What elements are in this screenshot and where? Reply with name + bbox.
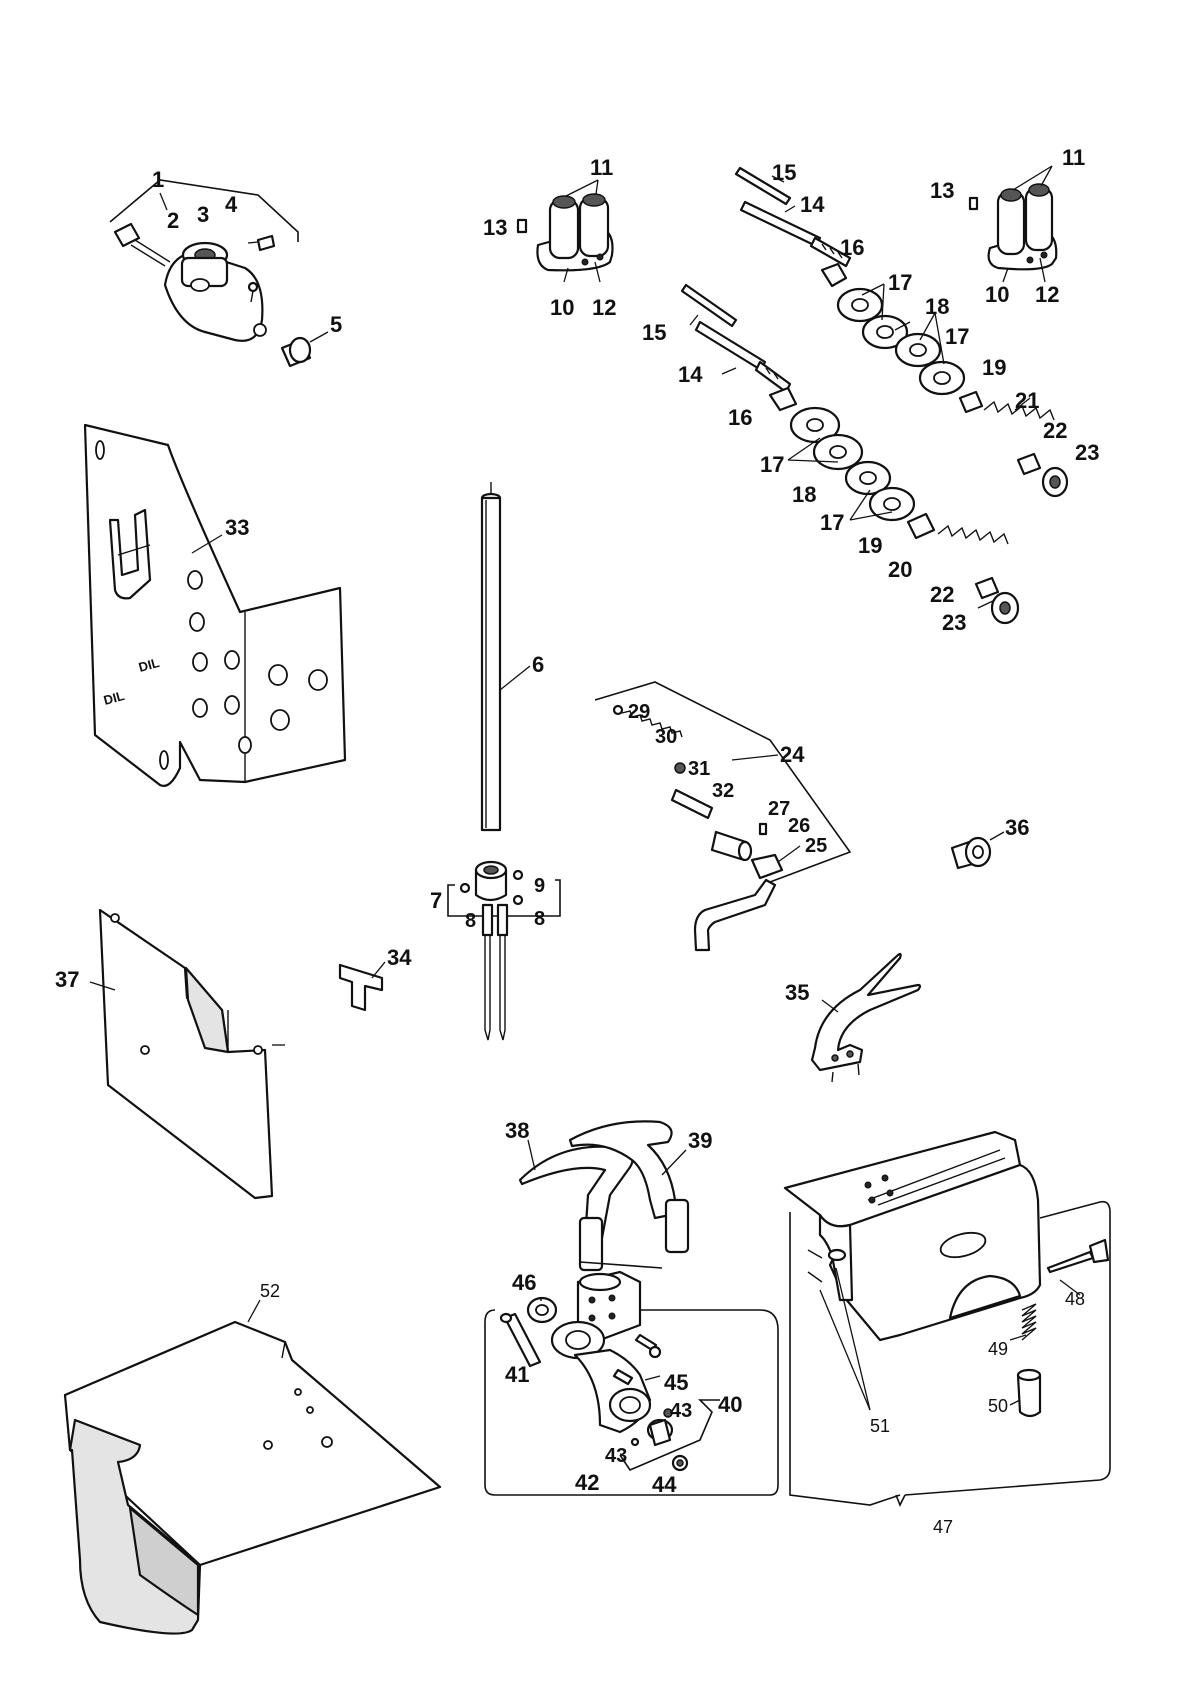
- label-36: 36: [1005, 815, 1029, 840]
- label-38: 38: [505, 1118, 529, 1143]
- label-5: 5: [330, 312, 342, 337]
- label-30: 30: [655, 726, 677, 748]
- label-50: 50: [988, 1396, 1008, 1416]
- label-31: 31: [688, 758, 710, 780]
- label-3: 3: [197, 202, 209, 227]
- part-38-looper: [520, 1140, 633, 1270]
- label-14b: 14: [678, 362, 703, 387]
- label-11a: 11: [590, 155, 613, 180]
- part-10-needle-holder-left: [518, 180, 613, 282]
- part-10-needle-holder-right: [970, 166, 1056, 282]
- label-40: 40: [718, 1392, 742, 1417]
- label-33: 33: [225, 515, 249, 540]
- part-36-knob: [952, 832, 1004, 868]
- part-1-clamp-assembly: [110, 180, 328, 366]
- label-18a: 18: [925, 294, 949, 319]
- label-39: 39: [688, 1128, 712, 1153]
- label-13b: 13: [930, 178, 954, 203]
- label-12b: 12: [1035, 282, 1059, 307]
- label-20: 20: [888, 557, 912, 582]
- label-45: 45: [664, 1370, 688, 1395]
- label-2: 2: [167, 208, 179, 233]
- label-13a: 13: [483, 215, 507, 240]
- label-16a: 16: [840, 235, 864, 260]
- part-52-table-plate: [65, 1300, 440, 1634]
- part-37-rear-plate: [90, 910, 285, 1198]
- part-33-front-plate: DIL DIL: [85, 425, 345, 786]
- label-43b: 43: [605, 1445, 627, 1467]
- label-17d: 17: [820, 510, 844, 535]
- label-22a: 22: [1043, 418, 1067, 443]
- label-17c: 17: [760, 452, 784, 477]
- label-41: 41: [505, 1362, 529, 1387]
- label-11b: 11: [1062, 145, 1085, 170]
- label-49: 49: [988, 1339, 1008, 1359]
- label-17b: 17: [945, 324, 969, 349]
- part-34-block: [340, 962, 385, 1010]
- label-42: 42: [575, 1470, 599, 1495]
- label-21: 21: [1015, 388, 1039, 413]
- label-44: 44: [652, 1472, 677, 1497]
- label-17a: 17: [888, 270, 912, 295]
- label-47: 47: [933, 1517, 953, 1537]
- label-35: 35: [785, 980, 809, 1005]
- label-48: 48: [1065, 1289, 1085, 1309]
- label-25: 25: [805, 835, 827, 857]
- label-23b: 23: [942, 610, 966, 635]
- label-6: 6: [532, 652, 544, 677]
- label-10a: 10: [550, 295, 574, 320]
- label-14a: 14: [800, 192, 825, 217]
- part-6-needle-bar: [482, 482, 530, 830]
- label-43a: 43: [670, 1400, 692, 1422]
- label-46: 46: [512, 1270, 536, 1295]
- label-8b: 8: [534, 908, 545, 930]
- label-24: 24: [780, 742, 805, 767]
- label-29: 29: [628, 701, 650, 723]
- label-22b: 22: [930, 582, 954, 607]
- part-35-fork: [812, 954, 920, 1082]
- label-18b: 18: [792, 482, 816, 507]
- part-47-cover-assembly: [785, 1132, 1110, 1505]
- label-10b: 10: [985, 282, 1009, 307]
- label-26: 26: [788, 815, 810, 837]
- label-34: 34: [387, 945, 412, 970]
- label-16b: 16: [728, 405, 752, 430]
- label-23a: 23: [1075, 440, 1099, 465]
- label-1: 1: [152, 167, 164, 192]
- label-15a: 15: [772, 160, 796, 185]
- label-37: 37: [55, 967, 79, 992]
- label-27: 27: [768, 798, 790, 820]
- label-9: 9: [534, 875, 545, 897]
- label-15b: 15: [642, 320, 666, 345]
- label-7: 7: [430, 888, 442, 913]
- label-4: 4: [225, 192, 238, 217]
- label-32: 32: [712, 780, 734, 802]
- label-12a: 12: [592, 295, 616, 320]
- label-51: 51: [870, 1416, 890, 1436]
- label-52: 52: [260, 1281, 280, 1301]
- group-47-brace: [896, 1495, 905, 1505]
- label-19b: 19: [858, 533, 882, 558]
- label-8a: 8: [465, 910, 476, 932]
- label-19a: 19: [982, 355, 1006, 380]
